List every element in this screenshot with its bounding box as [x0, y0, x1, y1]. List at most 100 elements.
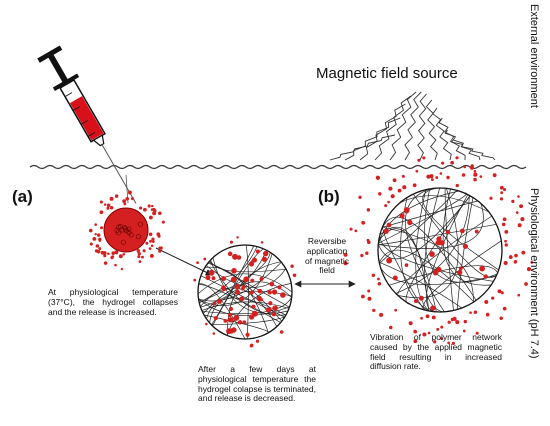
drug-particle — [280, 292, 286, 298]
drug-particle — [290, 264, 294, 268]
drug-particle — [268, 301, 273, 306]
drug-particle — [243, 276, 250, 283]
drug-particle — [212, 301, 217, 306]
field-line — [404, 91, 422, 161]
polymer-chain — [379, 190, 457, 264]
syringe-tip — [92, 134, 105, 147]
drug-particle — [234, 289, 240, 295]
drug-particle — [457, 270, 463, 276]
drug-particle — [503, 260, 508, 266]
field-line — [425, 99, 438, 161]
polymer-chain — [382, 226, 474, 303]
drug-particle — [404, 263, 409, 267]
polymer-chain — [456, 197, 474, 310]
polymer-chain — [211, 245, 255, 326]
drug-particle — [441, 161, 445, 165]
drug-particle — [463, 319, 467, 324]
polymer-chain — [405, 195, 471, 305]
drug-particle — [500, 191, 504, 195]
drug-particle — [473, 172, 478, 177]
drug-particle — [211, 276, 216, 281]
drug-particle — [439, 172, 443, 175]
polymer-chain — [212, 257, 289, 314]
drug-particle — [499, 316, 503, 320]
polymer-chain — [405, 188, 445, 312]
caption-collapse: At physiological temperature (37°C), the… — [48, 287, 178, 317]
drug-particle — [371, 273, 376, 278]
drug-particle — [141, 255, 144, 259]
polymer-chain — [415, 189, 430, 312]
drug-particle — [365, 251, 369, 255]
drug-particle — [513, 260, 518, 264]
polymer-chain — [422, 187, 499, 271]
drug-particle — [417, 158, 421, 162]
drug-particle — [255, 339, 260, 343]
drug-particle — [125, 197, 130, 201]
drug-particle — [447, 341, 451, 345]
drug-particle — [367, 240, 371, 245]
drug-particle — [255, 249, 260, 254]
drug-particle — [383, 228, 389, 234]
drug-particle — [474, 229, 479, 234]
drug-particle — [151, 237, 155, 241]
drug-particle — [251, 257, 257, 263]
drug-particle — [430, 305, 436, 311]
drug-particle — [504, 243, 508, 247]
drug-particle — [459, 228, 465, 234]
drug-particle — [213, 316, 218, 321]
drug-particle — [491, 296, 495, 300]
drug-particle — [98, 247, 102, 251]
physiological-environment-label: Physiological environment (pH 7.4) — [528, 188, 540, 359]
drug-particle — [473, 310, 478, 314]
drug-particle — [515, 211, 519, 214]
drug-particle — [517, 293, 521, 297]
drug-particle — [489, 196, 493, 200]
drug-particle — [432, 269, 439, 276]
drug-particle — [203, 257, 207, 261]
pore — [128, 232, 134, 238]
pore — [126, 226, 132, 232]
drug-particle — [469, 311, 472, 314]
drug-particle — [212, 332, 216, 335]
polymer-chain — [198, 283, 281, 323]
drug-particle — [446, 175, 450, 180]
polymer-chain — [388, 265, 498, 286]
drug-particle — [343, 261, 348, 266]
drug-particle — [109, 206, 114, 210]
drug-particle — [354, 229, 358, 233]
drug-particle — [504, 230, 509, 234]
drug-particle — [114, 194, 119, 198]
polymer-chain — [198, 252, 271, 303]
skin-boundary-line — [29, 164, 527, 170]
drug-particle — [455, 183, 459, 188]
drug-particle — [239, 296, 245, 302]
pore — [120, 239, 126, 245]
drug-particle — [161, 220, 165, 224]
drug-particle — [205, 322, 208, 326]
reversible-arrow-label-line: Reversibe — [307, 236, 347, 246]
drug-particle — [145, 241, 149, 245]
drug-particle — [431, 315, 436, 320]
drug-particle — [267, 290, 272, 295]
drug-particle — [114, 263, 117, 267]
drug-particle — [511, 199, 515, 203]
drug-particle — [98, 239, 102, 242]
drug-particle — [158, 211, 162, 216]
drug-particle — [120, 267, 124, 271]
drug-particle — [256, 295, 262, 301]
drug-particle — [88, 228, 93, 233]
drug-particle — [148, 215, 153, 220]
drug-particle — [404, 209, 409, 214]
drug-particle — [483, 274, 488, 279]
drug-particle — [229, 240, 234, 244]
drug-particle — [349, 227, 353, 231]
drug-particle — [500, 291, 504, 295]
drug-particle — [475, 331, 479, 335]
drug-particle — [271, 312, 276, 317]
drug-particle — [242, 320, 247, 325]
drug-particle — [408, 321, 413, 326]
drug-particle — [430, 178, 434, 182]
reversible-arrow-label-line: of magnetic — [305, 255, 349, 266]
